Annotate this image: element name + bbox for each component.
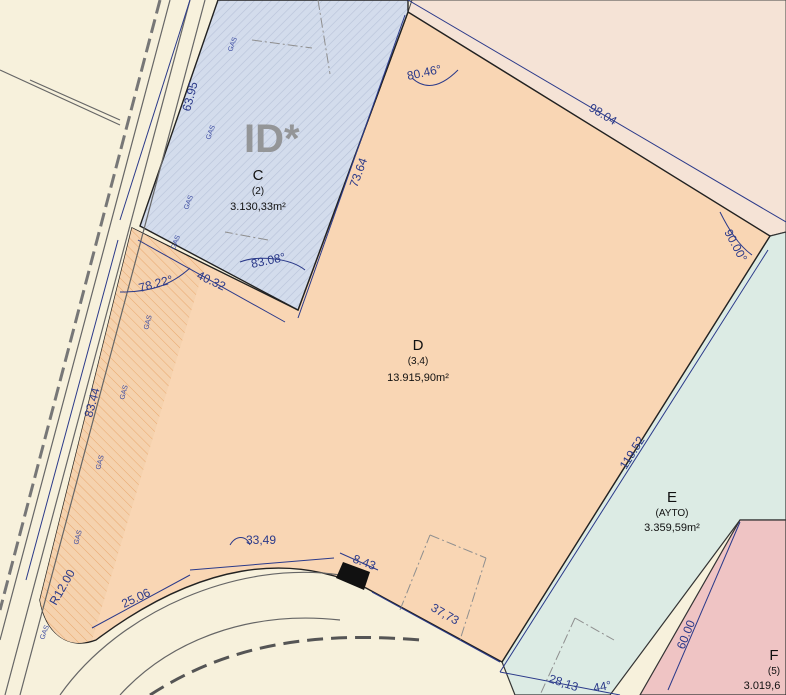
gas-label: GAS <box>143 314 154 330</box>
parcel-code: (3,4) <box>408 356 429 367</box>
gas-label: GAS <box>119 384 130 400</box>
parcel-e-label: E (AYTO) 3.359,59m² <box>644 489 700 534</box>
gas-label: GAS <box>73 529 84 545</box>
parcel-e-area <box>501 231 786 695</box>
gas-label: GAS <box>183 194 195 211</box>
dimension-lines <box>25 0 786 695</box>
parcel-letter: F <box>769 647 778 664</box>
gas-label: GAS <box>227 36 239 53</box>
parcel-area: 3.130,33m² <box>230 201 286 213</box>
road-lines <box>0 0 341 695</box>
parcel-code: (2) <box>252 186 264 197</box>
gas-labels: GAS GAS GAS GAS GAS GAS GAS GAS GAS <box>39 36 239 641</box>
watermark: ID* <box>244 117 300 161</box>
road-dashes <box>149 635 421 695</box>
service-lines <box>224 0 615 695</box>
gas-label: GAS <box>170 234 182 251</box>
gas-label: GAS <box>39 624 51 641</box>
parcel-d-label: D (3,4) 13.915,90m² <box>387 337 449 384</box>
parcel-code: (5) <box>768 666 780 677</box>
angle-label-44: 44° <box>592 678 613 695</box>
gas-label: GAS <box>205 124 217 141</box>
parcel-f-area <box>639 519 786 695</box>
parcel-c-label: C (2) 3.130,33m² <box>230 167 286 213</box>
parcel-area: 13.915,90m² <box>387 372 449 384</box>
parcel-area: 3.019,6 <box>744 680 781 692</box>
parcel-letter: D <box>413 337 424 354</box>
parcel-code: (AYTO) <box>656 508 689 519</box>
dim-label-33-49: 33,49 <box>246 533 276 547</box>
parcel-area: 3.359,59m² <box>644 522 700 534</box>
gas-label: GAS <box>95 454 106 470</box>
parcel-letter: C <box>253 167 264 184</box>
parcel-letter: E <box>667 489 677 506</box>
parcel-d-hatch-strip <box>40 228 205 644</box>
building-marker <box>336 562 370 590</box>
parcel-f-label: F (5) 3.019,6 <box>744 647 781 692</box>
